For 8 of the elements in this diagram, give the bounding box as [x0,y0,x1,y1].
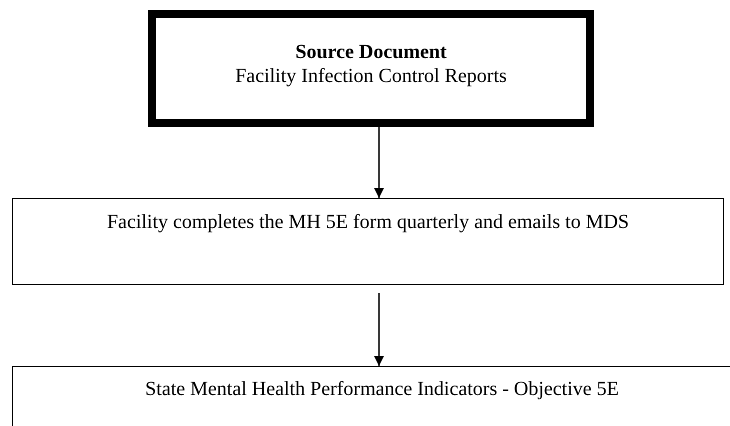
box-heading: Source Document [294,40,448,64]
arrow [374,293,384,366]
box-text: Facility completes the MH 5E form quarterly and emails to MDS [106,210,630,234]
box-text: Facility Infection Control Reports [234,64,508,88]
arrow [374,127,384,198]
process-box [12,198,724,285]
source-document-box [148,10,594,127]
box-text: State Mental Health Performance Indicators - Objective 5E [144,377,620,401]
